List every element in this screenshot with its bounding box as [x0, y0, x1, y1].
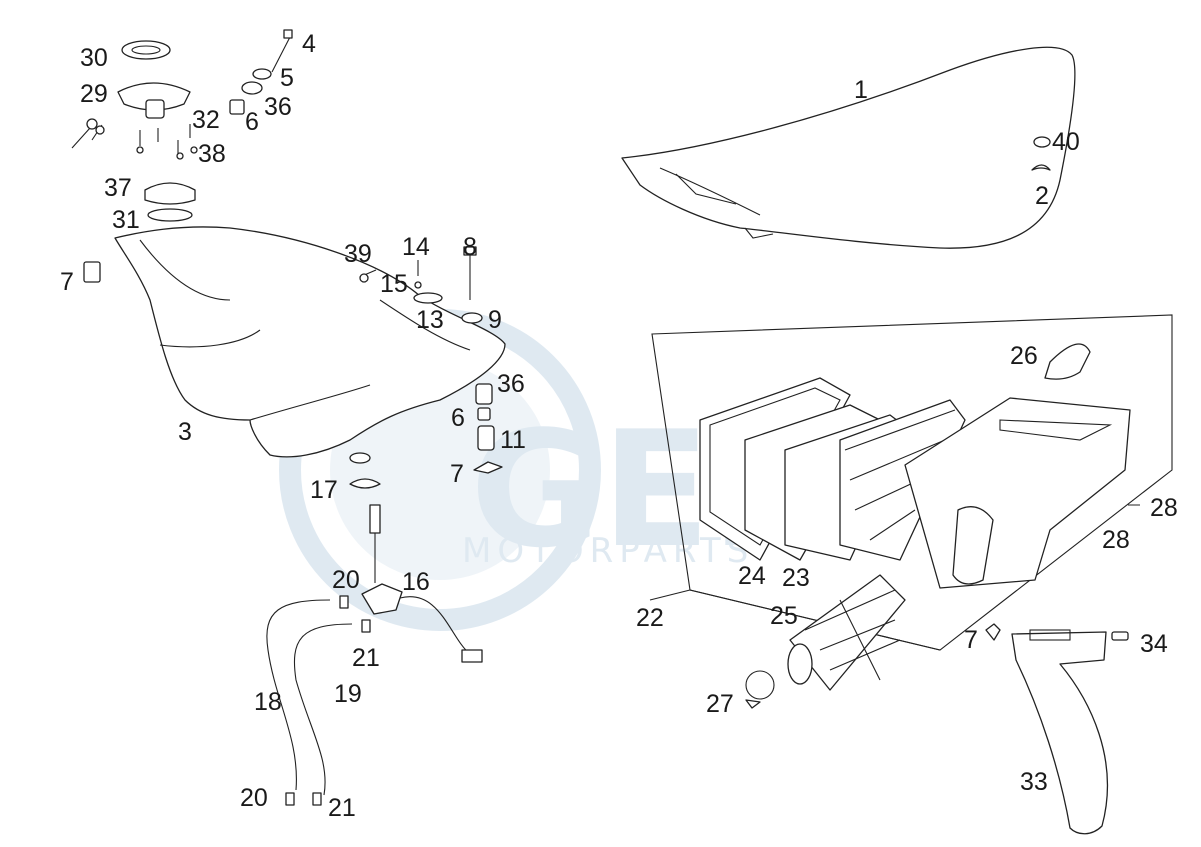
callout-36: 36	[497, 370, 525, 398]
callout-15: 15	[380, 270, 408, 298]
callout-2: 2	[1035, 182, 1049, 210]
air-filter-housing-parts	[699, 343, 1131, 589]
callout-21: 21	[328, 794, 356, 822]
callout-8: 8	[463, 233, 477, 261]
tank-hardware-parts	[83, 29, 503, 474]
callout-1: 1	[854, 76, 868, 104]
callout-20: 20	[240, 784, 268, 812]
callout-36: 36	[264, 93, 292, 121]
callout-13: 13	[416, 306, 444, 334]
callout-22: 22	[636, 604, 664, 632]
callout-31: 31	[112, 206, 140, 234]
callout-9: 9	[488, 306, 502, 334]
callout-28: 28	[1102, 526, 1130, 554]
callout-29: 29	[80, 80, 108, 108]
callout-28: 28	[1150, 494, 1178, 522]
callout-26: 26	[1010, 342, 1038, 370]
callout-32: 32	[192, 106, 220, 134]
callout-7: 7	[450, 460, 464, 488]
callout-16: 16	[402, 568, 430, 596]
seat-bushing-part	[1031, 136, 1051, 171]
callout-17: 17	[310, 476, 338, 504]
callout-38: 38	[198, 140, 226, 168]
callout-20: 20	[332, 566, 360, 594]
callout-7: 7	[964, 626, 978, 654]
callout-19: 19	[334, 680, 362, 708]
callout-21: 21	[352, 644, 380, 672]
fuel-hose-parts	[266, 595, 371, 806]
leader-lines	[649, 504, 1140, 601]
callout-34: 34	[1140, 630, 1168, 658]
callout-18: 18	[254, 688, 282, 716]
callout-3: 3	[178, 418, 192, 446]
intake-boot-parts	[745, 574, 906, 709]
callout-40: 40	[1052, 128, 1080, 156]
callout-23: 23	[782, 564, 810, 592]
side-cover-part	[985, 623, 1129, 835]
callout-4: 4	[302, 30, 316, 58]
fuel-tap-parts	[349, 478, 483, 663]
callout-27: 27	[706, 690, 734, 718]
callout-25: 25	[770, 602, 798, 630]
air-filter-group-frame	[651, 314, 1173, 651]
callout-labels: 1 40 2 30 4 29 5 6 36 32 38 37 31 7 39 1…	[60, 30, 1178, 822]
callout-11: 11	[500, 426, 526, 454]
callout-6: 6	[245, 108, 259, 136]
watermark-subtitle: MOTORPARTS	[462, 531, 754, 571]
callout-7: 7	[60, 268, 74, 296]
callout-30: 30	[80, 44, 108, 72]
callout-39: 39	[344, 240, 372, 268]
callout-37: 37	[104, 174, 132, 202]
callout-6: 6	[451, 404, 465, 432]
filler-cap-parts	[71, 40, 198, 222]
callout-24: 24	[738, 562, 766, 590]
callout-14: 14	[402, 233, 430, 261]
seat-part	[621, 46, 1076, 249]
callout-5: 5	[280, 64, 294, 92]
fuel-tank-part	[114, 226, 506, 464]
callout-33: 33	[1020, 768, 1048, 796]
